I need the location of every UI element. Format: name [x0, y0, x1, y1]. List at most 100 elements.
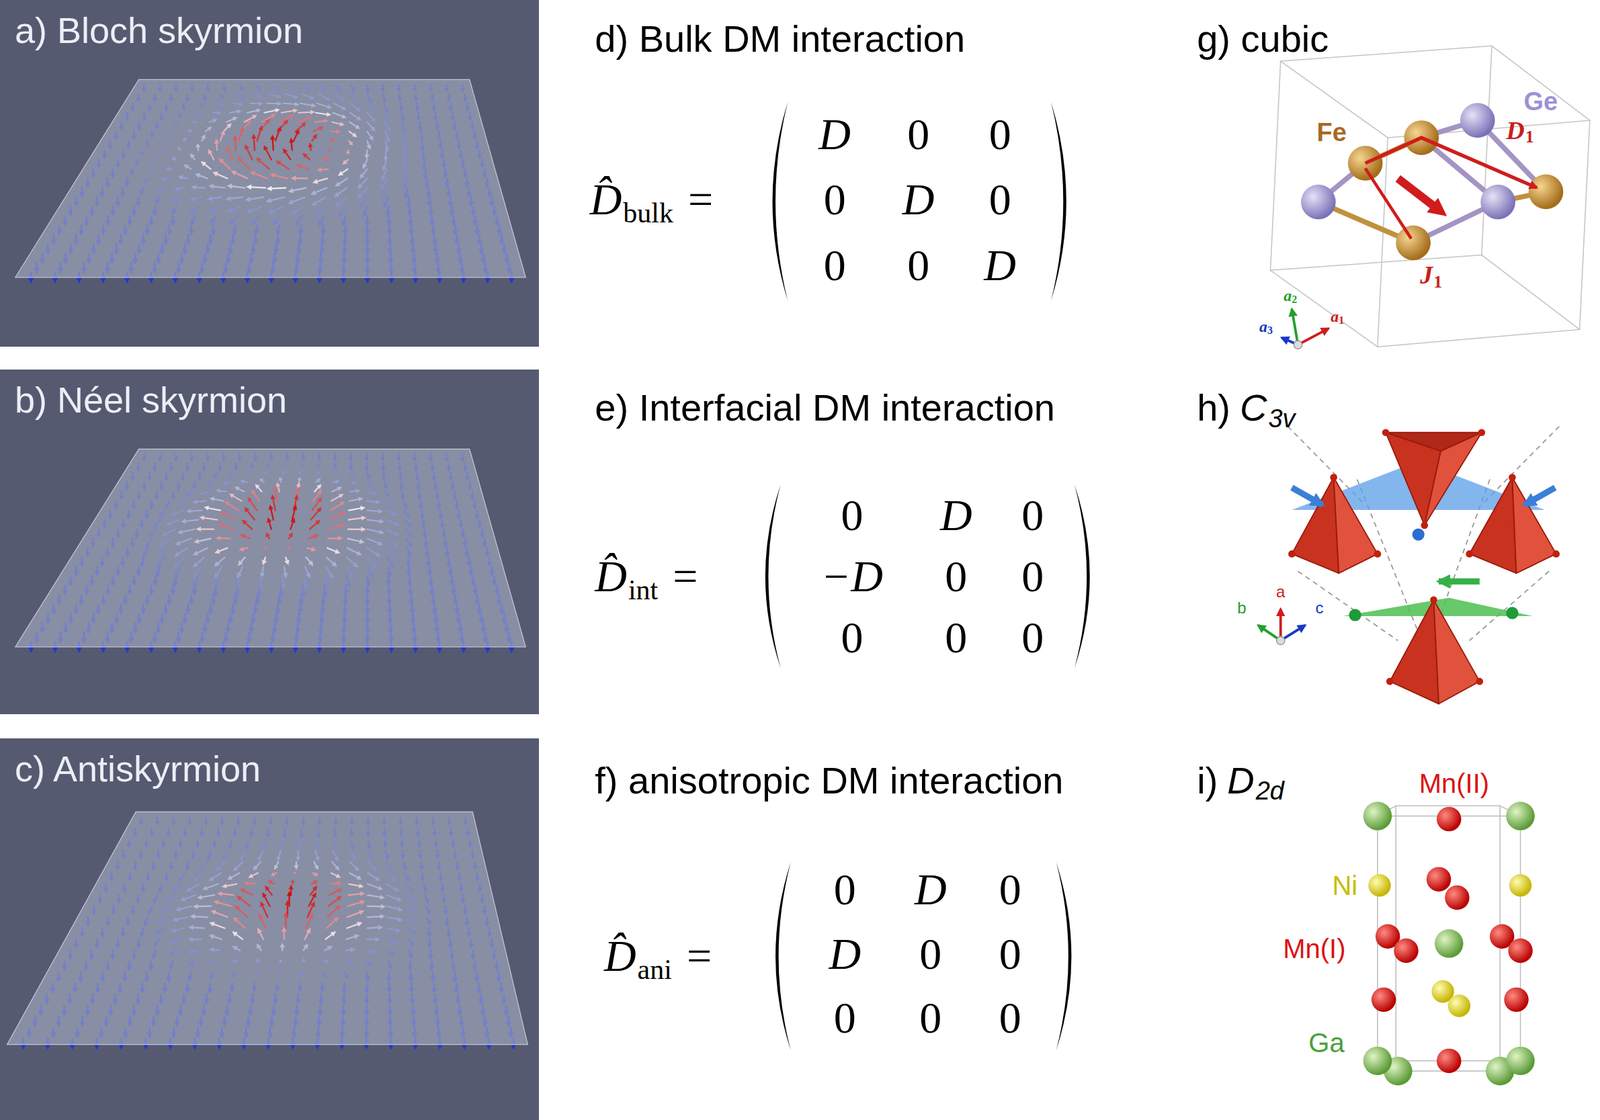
spin-arrow [311, 510, 319, 520]
spin-arrow [266, 149, 272, 160]
cubic-crystal-part-part [1579, 120, 1590, 330]
cubic-crystal-part [1395, 175, 1448, 217]
c3v-structure-part-part [1478, 428, 1486, 437]
spin-arrowhead [75, 277, 82, 284]
c3v-structure-part-part [1508, 473, 1517, 482]
cubic-crystal-part [1300, 184, 1336, 220]
spin-arrow [342, 169, 348, 174]
spin-arrow [268, 536, 270, 539]
spin-arrowhead [247, 496, 252, 502]
figure-panel: b) Néel skyrmion [0, 369, 539, 715]
spin-arrowhead [339, 121, 345, 127]
spin-arrowhead [316, 483, 322, 489]
spin-arrowhead [334, 549, 341, 554]
c3v-structure-part-part [1333, 477, 1378, 574]
spin-arrowhead [274, 108, 280, 113]
spin-arrowhead [275, 160, 281, 166]
spin-arrowhead [147, 647, 154, 654]
d2d-crystal-part [1505, 801, 1535, 831]
spin-arrowhead [172, 647, 179, 654]
spin-arrow [258, 487, 263, 492]
c3v-structure-part-part [1374, 550, 1382, 558]
spin-arrowhead [220, 511, 226, 517]
spin-arrowhead [288, 114, 295, 119]
spin-arrow [272, 499, 275, 511]
spin-arrow [348, 508, 361, 511]
spin-arrow [305, 156, 310, 160]
spin-arrowhead [340, 512, 346, 517]
spin-arrow [329, 514, 342, 521]
d2d-crystal-part [1507, 938, 1533, 963]
c3v-structure-part-part [1511, 477, 1556, 574]
spin-arrowhead [293, 494, 299, 500]
matrix-brackets-part [772, 102, 789, 302]
spin-arrow [254, 173, 268, 179]
cubic-crystal-part [1270, 45, 1590, 347]
spin-arrowhead [268, 504, 274, 511]
spin-arrow [307, 548, 312, 550]
spin-arrowhead [220, 129, 226, 136]
spin-arrow [247, 510, 255, 520]
d2d-crystal-part [1436, 1048, 1461, 1074]
d2d-crystal-part [1505, 1046, 1535, 1076]
spin-arrow [220, 134, 224, 141]
d2d-crystal-part [1444, 885, 1469, 910]
spin-arrowhead [243, 647, 250, 654]
spin-arrow [269, 522, 272, 529]
spin-arrowhead [239, 126, 245, 132]
spin-arrowhead [338, 535, 344, 541]
spin-arrowhead [317, 489, 322, 495]
spin-arrowhead [339, 501, 345, 507]
spin-arrow [274, 175, 288, 179]
c3v-structure-part-part [1385, 432, 1482, 451]
cubic-crystal-part-part [1481, 45, 1492, 255]
d2d-crystal-part [1363, 1046, 1393, 1076]
matrix-brackets-part [1056, 862, 1072, 1051]
spin-arrowhead [266, 517, 272, 523]
spin-arrowhead [484, 277, 491, 284]
spin-arrowhead [310, 546, 316, 552]
spin-arrowhead [270, 113, 277, 119]
spin-arrowhead [338, 493, 345, 499]
spin-arrow [275, 131, 280, 142]
spin-arrowhead [283, 119, 289, 125]
spin-arrow [215, 143, 218, 150]
cubic-crystal-part [1365, 137, 1537, 188]
spin-arrowhead [147, 277, 154, 284]
spin-arrow [348, 528, 361, 531]
spin-arrowhead [364, 277, 371, 284]
spin-arrowhead [307, 142, 313, 148]
spin-arrowhead [326, 112, 332, 117]
spin-arrow [249, 500, 257, 511]
c3v-structure-part [1288, 428, 1560, 685]
spin-arrow [224, 514, 236, 521]
spin-arrow [290, 142, 293, 150]
spin-arrowhead [51, 647, 58, 654]
spin-arrowhead [256, 157, 262, 163]
spin-arrow [245, 522, 252, 529]
matrix-brackets-part [775, 862, 791, 1051]
spin-arrow [288, 536, 291, 539]
d2d-crystal-part [1426, 866, 1451, 892]
spin-arrow [348, 518, 361, 520]
spin-arrowhead [364, 647, 371, 654]
spin-arrow [311, 137, 314, 142]
spin-arrow [238, 131, 242, 141]
spin-arrow [293, 133, 298, 142]
spin-dot [328, 149, 332, 152]
c3v-structure-part-part [1329, 473, 1338, 482]
spin-arrowhead [339, 523, 345, 529]
spin-arrow [321, 167, 329, 171]
d2d-crystal-part [1371, 987, 1396, 1013]
spin-arrow [222, 525, 234, 530]
c3v-structure-part-part [1469, 477, 1517, 574]
spin-arrowhead [230, 170, 237, 176]
spin-arrow [325, 158, 329, 161]
spin-arrow [295, 177, 308, 180]
spin-arrow [313, 128, 320, 132]
cubic-crystal-part [1395, 225, 1431, 261]
c3v-structure-part-part [1288, 550, 1296, 558]
film-plane [15, 448, 526, 647]
spin-arrow [331, 495, 341, 501]
spin-arrow [260, 160, 270, 169]
